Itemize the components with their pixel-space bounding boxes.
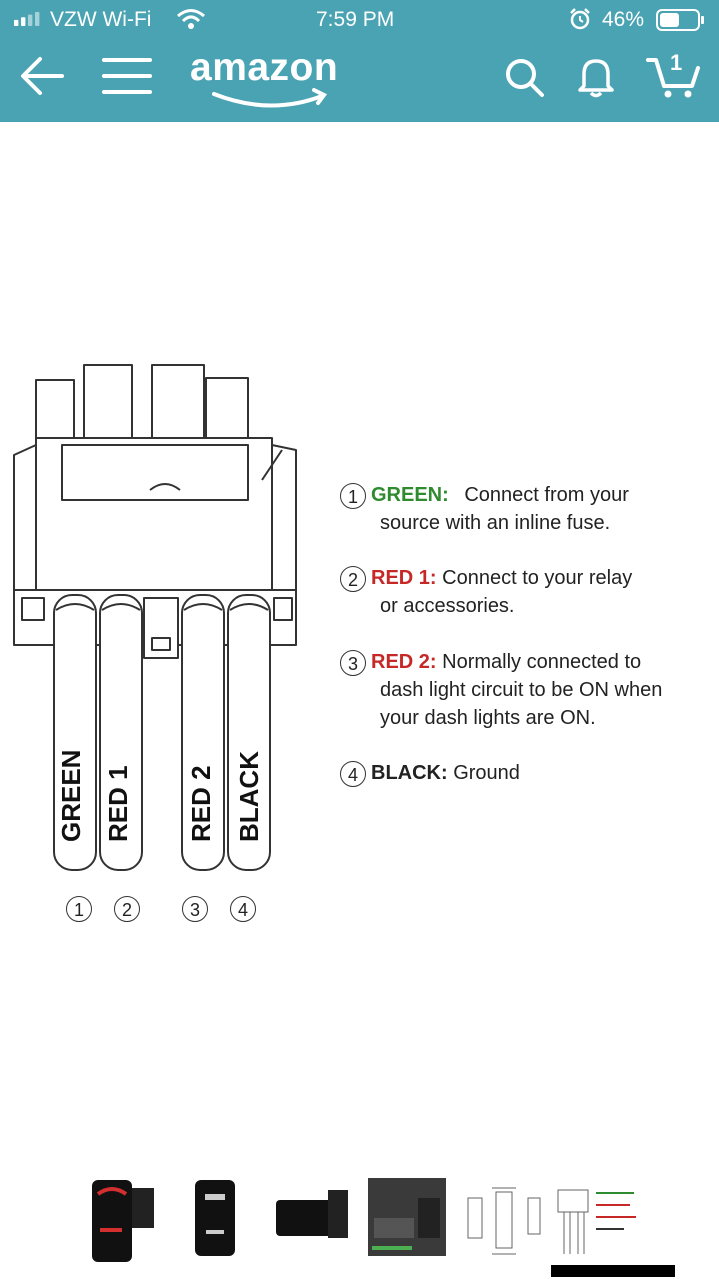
wire-number: 3	[182, 896, 208, 922]
connector-tab	[151, 364, 205, 439]
legend-text: dash light circuit to be ON when	[380, 679, 663, 701]
logo-text: amazon	[190, 46, 339, 89]
connector-tab	[205, 377, 249, 439]
connector-window	[61, 444, 249, 501]
bell-icon[interactable]	[575, 54, 617, 98]
wire-number: 2	[114, 896, 140, 922]
legend-text: Normally connected to	[442, 651, 642, 673]
wire-red-1	[99, 594, 143, 871]
wire-green	[53, 594, 97, 871]
wifi-icon	[177, 9, 205, 29]
menu-icon[interactable]	[102, 54, 152, 98]
amazon-logo[interactable]: amazon	[190, 46, 339, 108]
search-icon[interactable]	[503, 56, 545, 98]
thumbnail-switch-side[interactable]	[268, 1178, 354, 1264]
wire-black	[227, 594, 271, 871]
legend-text: or accessories.	[380, 595, 515, 617]
wire-number: 4	[230, 896, 256, 922]
legend-text: source with an inline fuse.	[380, 512, 611, 534]
smile-arrow-icon	[212, 88, 328, 108]
signal-icon	[14, 12, 40, 26]
wire-label-green: GREEN	[56, 749, 86, 842]
alarm-icon	[570, 8, 590, 30]
battery-icon	[656, 9, 704, 31]
connector-tab	[35, 379, 75, 439]
wire-label-black: BLACK	[234, 751, 264, 842]
wire-number: 1	[66, 896, 92, 922]
connector-tab	[83, 364, 133, 439]
battery-percent: 46%	[602, 8, 645, 31]
legend-text: Connect to your relay	[442, 567, 633, 589]
selected-thumbnail-indicator	[551, 1265, 675, 1277]
legend-text: Connect from your	[464, 484, 629, 506]
legend-color-name: BLACK:	[371, 762, 448, 784]
legend-number: 1	[340, 482, 366, 509]
thumbnail-dashboard-photo[interactable]	[368, 1178, 446, 1258]
legend-number: 2	[340, 565, 366, 592]
back-arrow-icon[interactable]	[18, 54, 66, 98]
legend-color-name: RED 1:	[371, 567, 437, 589]
legend-number: 3	[340, 649, 366, 676]
image-thumbnail-strip	[0, 1170, 719, 1270]
nav-bar: amazon 1	[0, 40, 719, 122]
legend-color-name: RED 2:	[371, 651, 437, 673]
cart-icon[interactable]	[646, 56, 702, 100]
legend-text: your dash lights are ON.	[380, 707, 596, 729]
cart-count-badge[interactable]: 1	[670, 50, 683, 75]
thumbnail-switch-red[interactable]	[84, 1178, 160, 1264]
legend-text: Ground	[453, 762, 520, 784]
legend-color-name: GREEN:	[371, 484, 449, 506]
carrier-label: VZW Wi-Fi	[50, 8, 152, 31]
status-bar: VZW Wi-Fi 7:59 PM 46%	[0, 0, 719, 40]
thumbnail-dimension-drawing[interactable]	[462, 1178, 548, 1264]
wire-red-2	[181, 594, 225, 871]
switch-connector-drawing	[13, 364, 297, 871]
thumbnail-switch-white[interactable]	[192, 1178, 240, 1264]
thumbnail-wiring-diagram[interactable]	[552, 1178, 644, 1264]
clock-time: 7:59 PM	[316, 8, 395, 31]
wire-label-red-1: RED 1	[103, 765, 133, 842]
legend-number: 4	[340, 760, 366, 787]
wire-label-red-2: RED 2	[186, 765, 216, 842]
